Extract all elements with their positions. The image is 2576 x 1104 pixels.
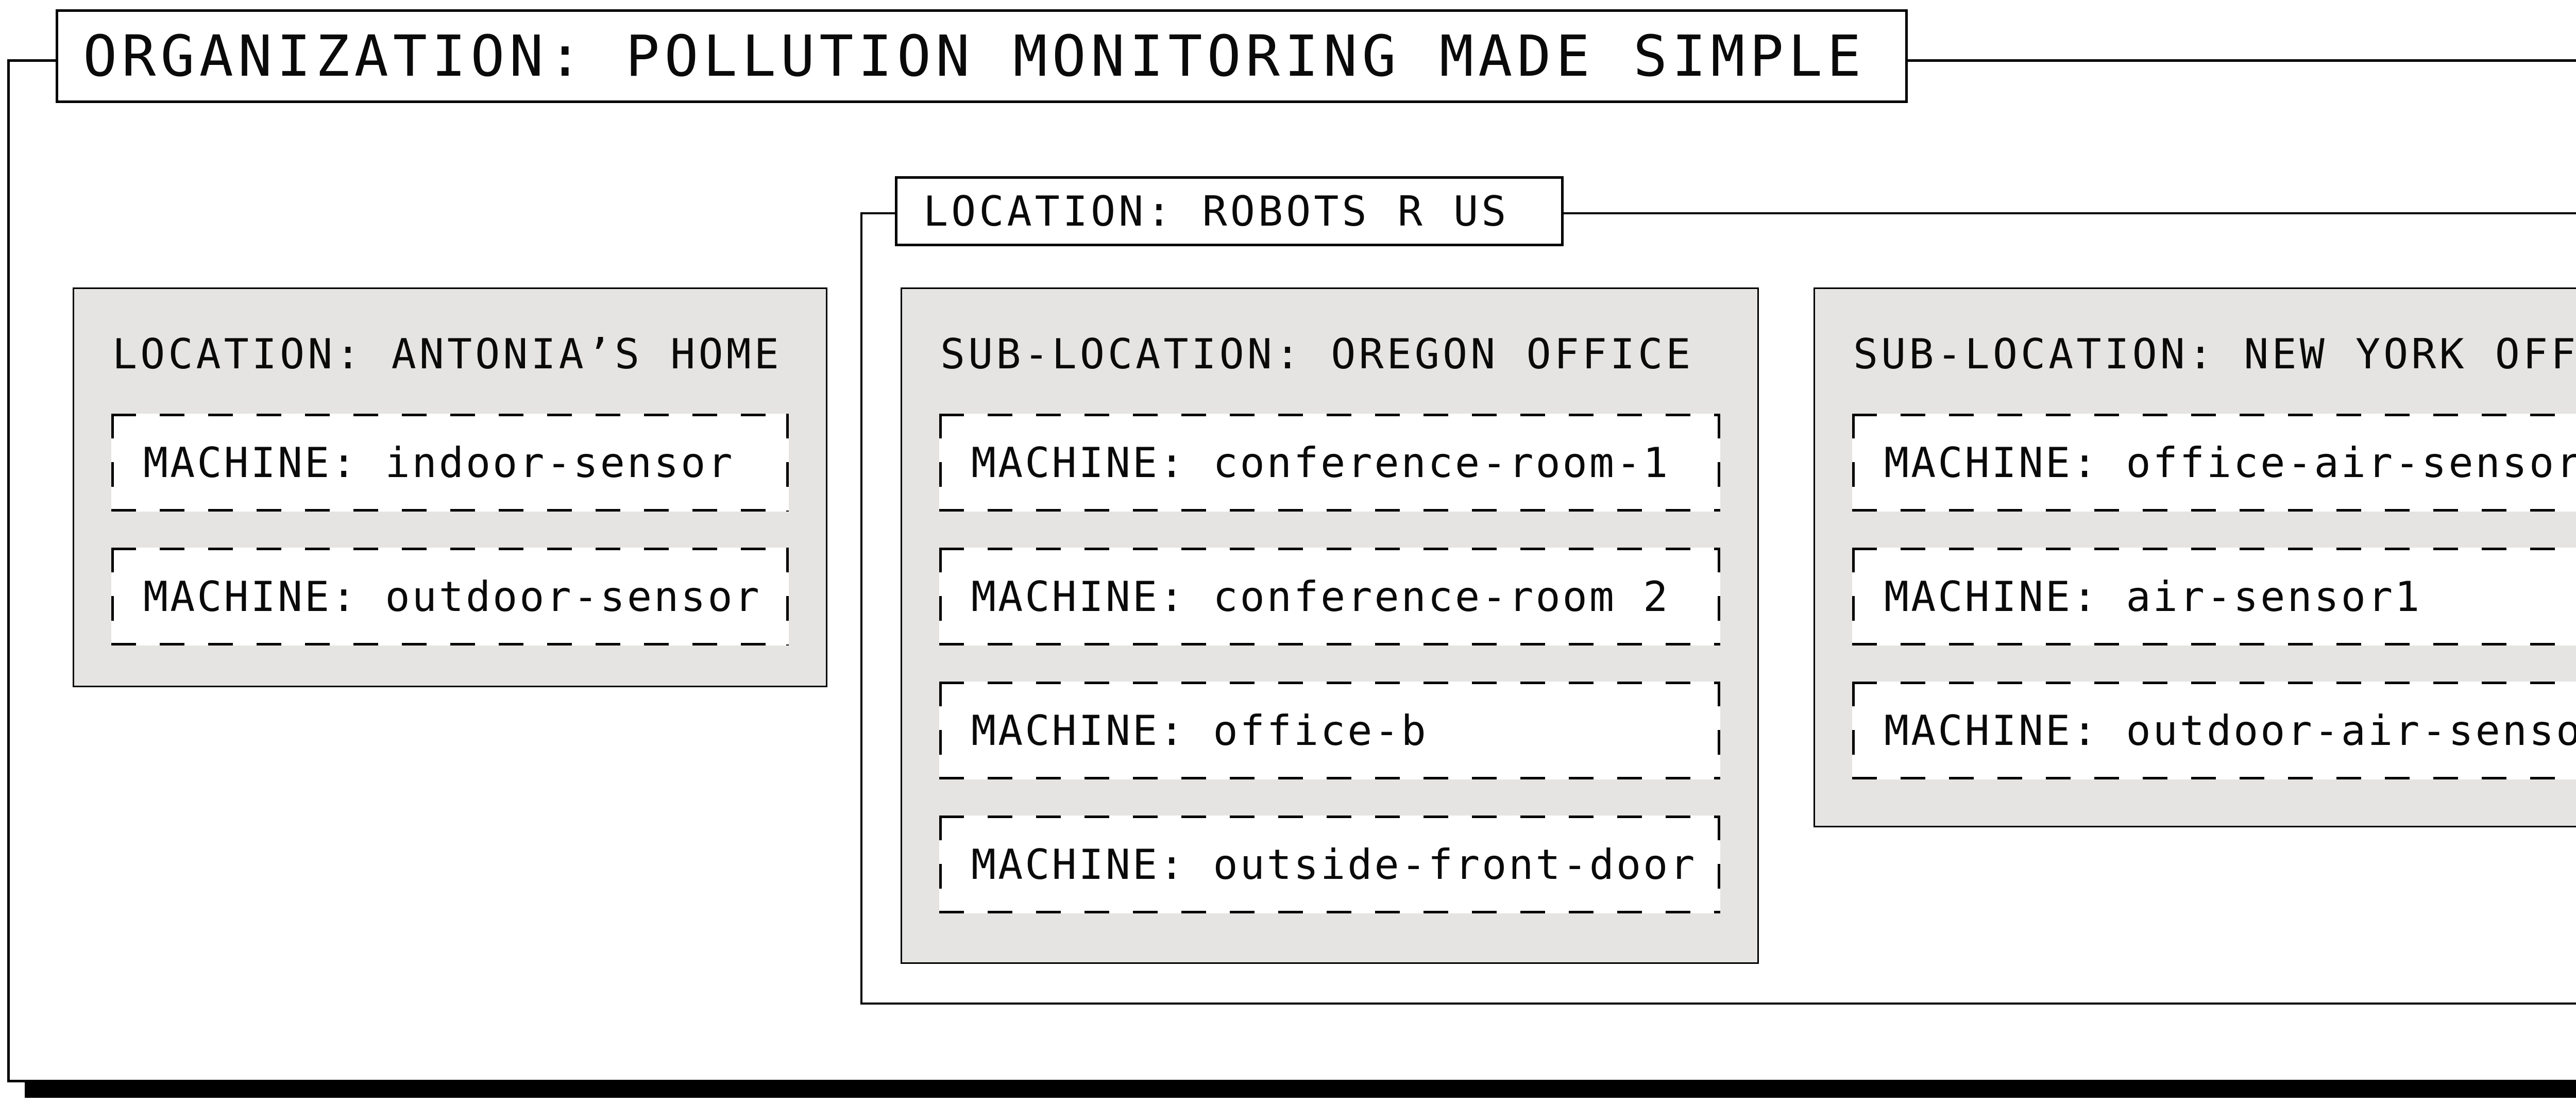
machine-label: MACHINE: outdoor-sensor — [143, 572, 761, 621]
machine-box-indoor-sensor: MACHINE: indoor-sensor — [111, 414, 789, 512]
machine-label: MACHINE: outdoor-air-sensor — [1884, 706, 2576, 755]
organization-title: ORGANIZATION: POLLUTION MONITORING MADE … — [83, 23, 1866, 89]
sub-location-oregon-panel: SUB-LOCATION: OREGON OFFICE MACHINE: con… — [901, 287, 1759, 964]
machine-box-conference-room-2: MACHINE: conference-room 2 — [939, 548, 1720, 646]
machine-label: MACHINE: air-sensor1 — [1884, 572, 2422, 621]
machine-box-conference-room-1: MACHINE: conference-room-1 — [939, 414, 1720, 512]
machine-label: MACHINE: outside-front-door — [971, 840, 1697, 889]
location-antonia-panel: LOCATION: ANTONIA’S HOME MACHINE: indoor… — [73, 287, 827, 687]
machine-box-office-air-sensor: MACHINE: office-air-sensor — [1852, 414, 2576, 512]
machine-label: MACHINE: office-b — [971, 706, 1428, 755]
machine-label: MACHINE: indoor-sensor — [143, 438, 735, 487]
robots-location-label-box: LOCATION: ROBOTS R US — [895, 176, 1564, 246]
machine-box-outside-front-door: MACHINE: outside-front-door — [939, 816, 1720, 913]
machine-label: MACHINE: office-air-sensor — [1884, 438, 2576, 487]
oregon-panel-label: SUB-LOCATION: OREGON OFFICE — [940, 330, 1694, 378]
machine-box-outdoor-air-sensor: MACHINE: outdoor-air-sensor — [1852, 682, 2576, 779]
machine-label: MACHINE: conference-room 2 — [971, 572, 1670, 621]
new-york-panel-label: SUB-LOCATION: NEW YORK OFFICE — [1853, 330, 2576, 378]
machine-box-outdoor-sensor: MACHINE: outdoor-sensor — [111, 548, 789, 646]
sub-location-new-york-panel: SUB-LOCATION: NEW YORK OFFICE MACHINE: o… — [1814, 287, 2576, 827]
antonia-panel-label: LOCATION: ANTONIA’S HOME — [112, 330, 782, 378]
machine-box-air-sensor1: MACHINE: air-sensor1 — [1852, 548, 2576, 646]
organization-title-box: ORGANIZATION: POLLUTION MONITORING MADE … — [56, 9, 1908, 103]
machine-label: MACHINE: conference-room-1 — [971, 438, 1670, 487]
machine-box-office-b: MACHINE: office-b — [939, 682, 1720, 779]
robots-location-label: LOCATION: ROBOTS R US — [923, 187, 1510, 235]
